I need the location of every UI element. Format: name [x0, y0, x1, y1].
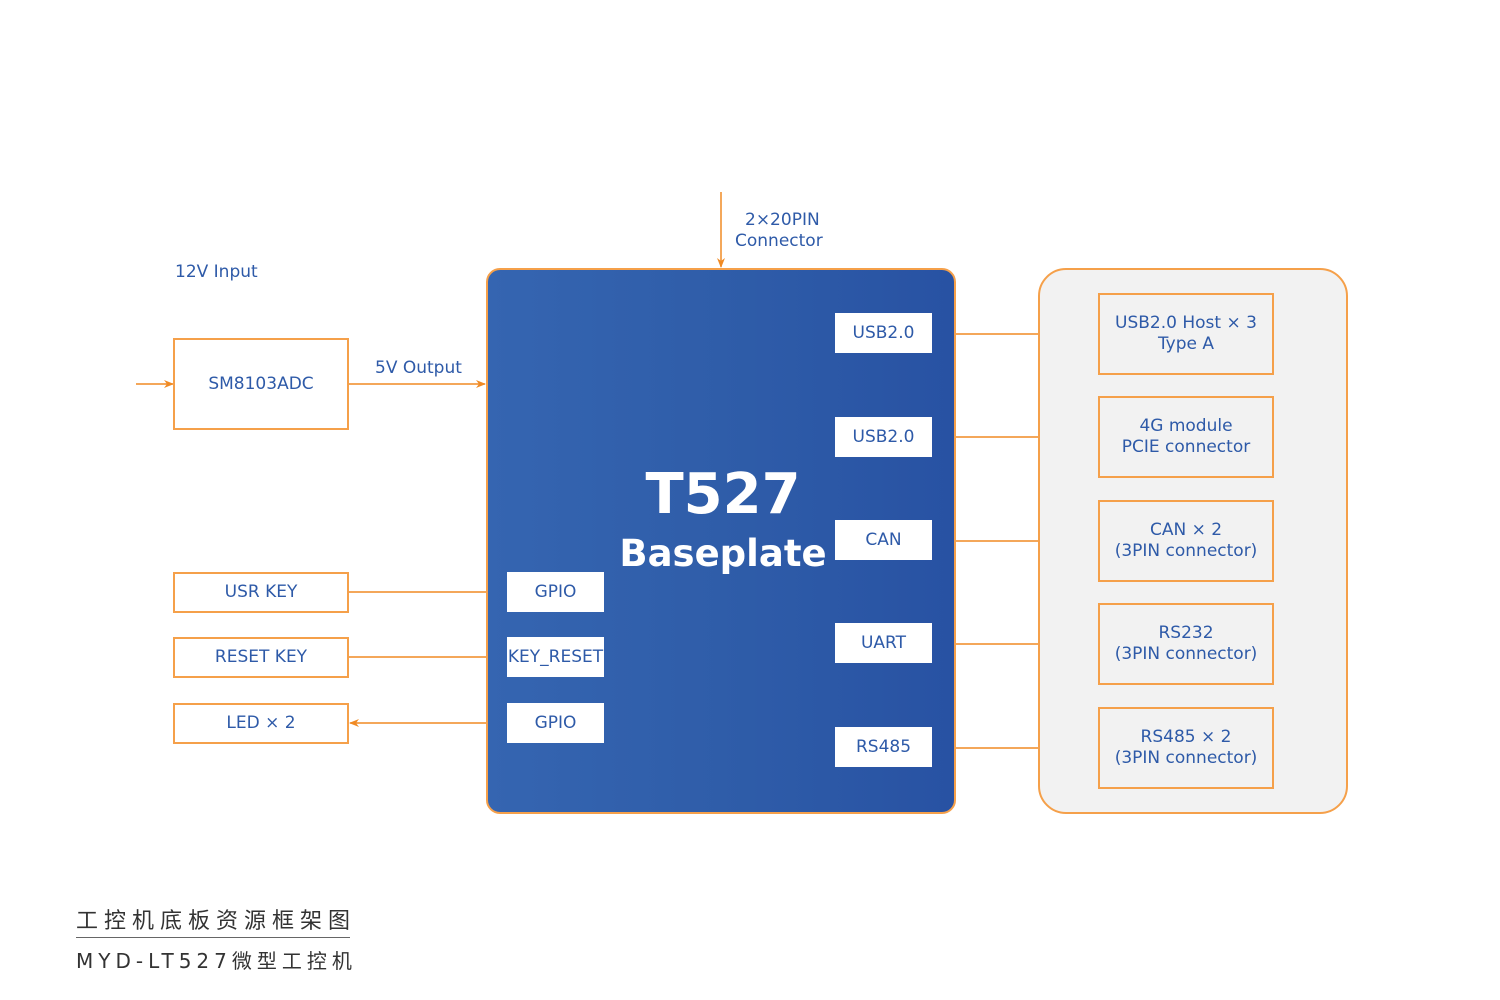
- board-subtitle: Baseplate: [619, 532, 827, 575]
- port-usb-1: USB2.0: [835, 313, 932, 353]
- regulator-block: SM8103ADC: [173, 338, 349, 430]
- rs232-line-1: RS232: [1158, 623, 1214, 643]
- rs232-line-2: (3PIN connector): [1114, 644, 1258, 664]
- usb-host-line-2: Type A: [1157, 334, 1215, 354]
- input-label: 12V Input: [175, 262, 258, 282]
- caption-subtitle: MYD-LT527微型工控机: [76, 949, 357, 973]
- can-line-2: (3PIN connector): [1114, 541, 1258, 561]
- port-gpio-input: GPIO: [507, 572, 604, 612]
- rs485-line-1: RS485 × 2: [1140, 727, 1232, 747]
- 4g-module-line-2: PCIE connector: [1121, 437, 1251, 457]
- can-line-1: CAN × 2: [1149, 520, 1223, 540]
- rs232-block: RS232(3PIN connector): [1098, 603, 1274, 685]
- port-uart: UART: [835, 623, 932, 663]
- output-label: 5V Output: [375, 358, 462, 378]
- rs485-line-2: (3PIN connector): [1114, 748, 1258, 768]
- reset-key-block: RESET KEY: [173, 637, 349, 678]
- connector-line-2: Connector: [735, 231, 823, 251]
- port-can: CAN: [835, 520, 932, 560]
- top-connector-label: 2×20PIN Connector: [735, 210, 823, 252]
- reset-key-label: RESET KEY: [214, 647, 308, 667]
- can-block: CAN × 2(3PIN connector): [1098, 500, 1274, 582]
- usb-host-line-1: USB2.0 Host × 3: [1115, 313, 1257, 333]
- connector-line-1: 2×20PIN: [745, 210, 820, 230]
- regulator-label: SM8103ADC: [208, 373, 314, 394]
- usr-key-label: USR KEY: [224, 582, 298, 602]
- caption-title: 工控机底板资源框架图: [76, 909, 357, 934]
- 4g-module-line-1: 4G module: [1139, 416, 1233, 436]
- board-title: T527: [645, 462, 801, 527]
- led-block: LED × 2: [173, 703, 349, 744]
- caption-divider: [76, 937, 350, 938]
- led-label: LED × 2: [226, 713, 296, 733]
- port-key-reset: KEY_RESET: [507, 637, 604, 677]
- port-gpio-output: GPIO: [507, 703, 604, 743]
- port-rs485: RS485: [835, 727, 932, 767]
- rs485-block: RS485 × 2(3PIN connector): [1098, 707, 1274, 789]
- port-usb-2: USB2.0: [835, 417, 932, 457]
- usr-key-block: USR KEY: [173, 572, 349, 613]
